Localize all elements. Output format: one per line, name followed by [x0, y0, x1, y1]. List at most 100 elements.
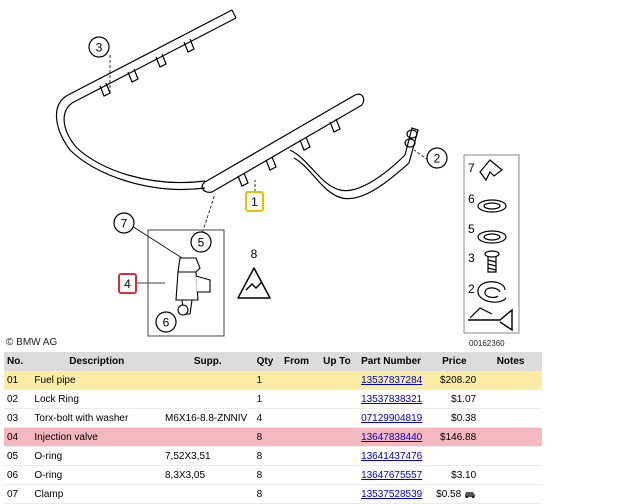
- warning-triangle-icon: [237, 267, 271, 299]
- drawing-code: 00162360: [469, 339, 505, 348]
- part-number-link[interactable]: 13537838321: [361, 393, 423, 405]
- part-number-link[interactable]: 13647675557: [361, 469, 423, 481]
- cell-no: 04: [4, 427, 32, 447]
- car-icon[interactable]: [464, 490, 476, 498]
- cell-qty: 4: [253, 408, 282, 428]
- table-row: 03 Torx-bolt with washer M6X16-8.8-ZNNIV…: [4, 408, 542, 428]
- bolt-icon: [484, 250, 500, 273]
- cell-qty: 8: [253, 446, 282, 466]
- side-number-2: 2: [468, 282, 475, 296]
- fuel-rail-drawing: [55, 9, 419, 200]
- table-row: 06 O-ring 8,3X3,05 8 13647675557 $3.10: [4, 465, 542, 485]
- header-description: Description: [31, 352, 162, 371]
- side-number-7: 7: [468, 161, 475, 175]
- cell-no: 03: [4, 408, 32, 428]
- callout-2-circle: [426, 147, 448, 169]
- injector-detail-box: [147, 229, 225, 337]
- cell-upto: [320, 446, 359, 466]
- callout-1-frame: [245, 191, 264, 212]
- cell-qty: 8: [253, 427, 282, 447]
- header-no: No.: [4, 352, 32, 371]
- cell-supp: [161, 484, 254, 504]
- header-notes: Notes: [479, 352, 542, 371]
- clamp-icon: [479, 159, 503, 182]
- part-number-link[interactable]: 13647838440: [361, 431, 423, 443]
- cell-upto: [320, 408, 359, 428]
- callout-group: 3 1 2 7 5 4 6: [88, 36, 448, 333]
- callout-4-label: 4: [124, 277, 131, 291]
- parts-table: No. Description Supp. Qty From Up To Par…: [4, 352, 542, 504]
- header-supp: Supp.: [161, 352, 254, 371]
- cell-description: O-ring: [31, 465, 162, 485]
- part-number-link[interactable]: 13537528539: [361, 488, 423, 500]
- side-number-5: 5: [468, 222, 475, 236]
- cell-notes: [479, 427, 542, 447]
- cell-price: $0.38: [429, 408, 480, 428]
- table-header-row: No. Description Supp. Qty From Up To Par…: [4, 352, 542, 371]
- table-row: 01 Fuel pipe 1 13537837284 $208.20: [4, 371, 542, 390]
- cell-price: $208.20: [429, 371, 480, 390]
- cell-from: [281, 446, 321, 466]
- cell-upto: [320, 465, 359, 485]
- part-number-link[interactable]: 07129904819: [361, 412, 423, 424]
- cell-from: [281, 484, 321, 504]
- cell-price: $0.58: [436, 488, 462, 500]
- cell-supp: M6X16-8.8-ZNNIV: [161, 408, 254, 428]
- cell-price: $146.88: [429, 427, 480, 447]
- part-number-link[interactable]: 13537837284: [361, 374, 423, 386]
- cell-description: Clamp: [31, 484, 162, 504]
- callout-2-label: 2: [434, 152, 441, 166]
- cell-notes: [479, 484, 542, 504]
- arrow-icon: [468, 307, 513, 332]
- cell-description: Lock Ring: [31, 389, 162, 409]
- cell-qty: 1: [253, 371, 282, 390]
- callout-5-label: 5: [198, 236, 205, 250]
- copyright-text: © BMW AG: [6, 337, 58, 348]
- callout-7-label: 7: [121, 217, 128, 231]
- cell-price: $1.07: [429, 389, 480, 409]
- header-price: Price: [429, 352, 480, 371]
- cell-supp: [161, 427, 254, 447]
- side-number-6: 6: [468, 192, 475, 206]
- cell-supp: [161, 371, 254, 390]
- cell-supp: 7,52X3,51: [161, 446, 254, 466]
- cell-no: 07: [4, 484, 32, 504]
- header-upto: Up To: [320, 352, 359, 371]
- part-number-link[interactable]: 13641437476: [361, 450, 423, 462]
- cell-notes: [479, 389, 542, 409]
- cell-no: 01: [4, 371, 32, 390]
- cell-no: 02: [4, 389, 32, 409]
- table-row: 05 O-ring 7,52X3,51 8 13641437476: [4, 446, 542, 466]
- cell-from: [281, 427, 321, 447]
- cell-price: [429, 446, 480, 466]
- cell-supp: 8,3X3,05: [161, 465, 254, 485]
- cell-upto: [320, 371, 359, 390]
- cell-supp: [161, 389, 254, 409]
- cell-upto: [320, 427, 359, 447]
- oring-icon: [477, 199, 507, 213]
- header-from: From: [281, 352, 321, 371]
- cell-from: [281, 371, 321, 390]
- callout-1-label: 1: [251, 195, 258, 209]
- cell-from: [281, 408, 321, 428]
- cell-description: Injection valve: [31, 427, 162, 447]
- cell-qty: 8: [253, 465, 282, 485]
- callout-5-circle: [190, 231, 212, 253]
- cell-price: $3.10: [429, 465, 480, 485]
- lock-ring-icon: [477, 281, 507, 303]
- side-number-3: 3: [468, 251, 475, 265]
- callout-6-label: 6: [163, 316, 170, 330]
- oring-icon-2: [477, 230, 507, 244]
- callout-8-label: 8: [251, 247, 258, 261]
- parts-diagram: 3 1 2 7 5 4 6 8 7 6 5 3 2: [55, 9, 520, 337]
- cell-from: [281, 465, 321, 485]
- cell-qty: 8: [253, 484, 282, 504]
- cell-notes: [479, 446, 542, 466]
- cell-description: O-ring: [31, 446, 162, 466]
- cell-upto: [320, 389, 359, 409]
- cell-no: 05: [4, 446, 32, 466]
- table-row: 04 Injection valve 8 13647838440 $146.88: [4, 427, 542, 447]
- callout-3-circle: [88, 36, 110, 58]
- injector-drawing: [175, 257, 211, 316]
- table-row: 07 Clamp 8 13537528539 $0.58: [4, 484, 542, 504]
